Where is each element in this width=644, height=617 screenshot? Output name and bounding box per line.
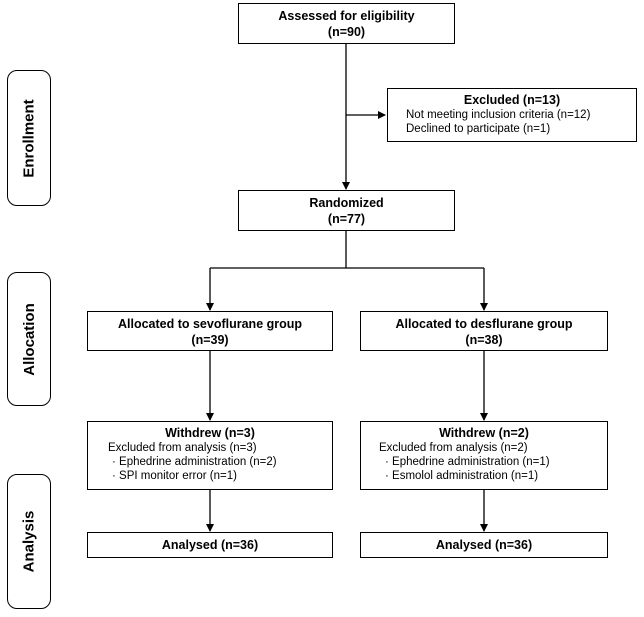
stage-analysis-label: Analysis xyxy=(20,510,38,573)
des-analysed-box: Analysed (n=36) xyxy=(360,532,608,558)
sevo-excluded-analysis: Excluded from analysis (n=3) xyxy=(108,442,257,454)
assessed-box: Assessed for eligibility (n=90) xyxy=(238,3,455,44)
excluded-title: Excluded (n=13) xyxy=(463,93,561,107)
sevo-allocated-count: (n=39) xyxy=(191,333,229,347)
stage-enrollment-label: Enrollment xyxy=(20,98,38,178)
sevo-allocated-title: Allocated to sevoflurane group xyxy=(117,317,303,331)
excluded-reason-criteria: Not meeting inclusion criteria (n=12) xyxy=(406,109,591,121)
stage-allocation-label: Allocation xyxy=(20,302,38,376)
sevo-reason-spi: · SPI monitor error (n=1) xyxy=(112,470,237,482)
des-withdrew-box: Withdrew (n=2) Excluded from analysis (n… xyxy=(360,421,608,490)
des-allocated-count: (n=38) xyxy=(465,333,503,347)
des-allocated-box: Allocated to desflurane group (n=38) xyxy=(360,311,608,351)
randomized-title: Randomized xyxy=(309,196,384,210)
randomized-count: (n=77) xyxy=(327,212,366,226)
excluded-reason-declined: Declined to participate (n=1) xyxy=(406,123,551,135)
stage-enrollment: Enrollment xyxy=(7,70,51,206)
assessed-count: (n=90) xyxy=(327,25,366,39)
des-analysed-label: Analysed (n=36) xyxy=(435,538,533,552)
stage-analysis: Analysis xyxy=(7,474,51,609)
sevo-reason-ephedrine: · Ephedrine administration (n=2) xyxy=(112,456,277,468)
stage-allocation: Allocation xyxy=(7,272,51,406)
randomized-box: Randomized (n=77) xyxy=(238,190,455,231)
sevo-analysed-label: Analysed (n=36) xyxy=(161,538,259,552)
sevo-withdrew-box: Withdrew (n=3) Excluded from analysis (n… xyxy=(87,421,333,490)
sevo-analysed-box: Analysed (n=36) xyxy=(87,532,333,558)
excluded-box: Excluded (n=13) Not meeting inclusion cr… xyxy=(387,88,637,142)
des-reason-ephedrine: · Ephedrine administration (n=1) xyxy=(385,456,550,468)
des-allocated-title: Allocated to desflurane group xyxy=(395,317,573,331)
sevo-withdrew-title: Withdrew (n=3) xyxy=(165,426,255,440)
des-withdrew-title: Withdrew (n=2) xyxy=(439,426,529,440)
assessed-title: Assessed for eligibility xyxy=(278,9,415,23)
des-excluded-analysis: Excluded from analysis (n=2) xyxy=(379,442,528,454)
des-reason-esmolol: · Esmolol administration (n=1) xyxy=(385,470,539,482)
sevo-allocated-box: Allocated to sevoflurane group (n=39) xyxy=(87,311,333,351)
